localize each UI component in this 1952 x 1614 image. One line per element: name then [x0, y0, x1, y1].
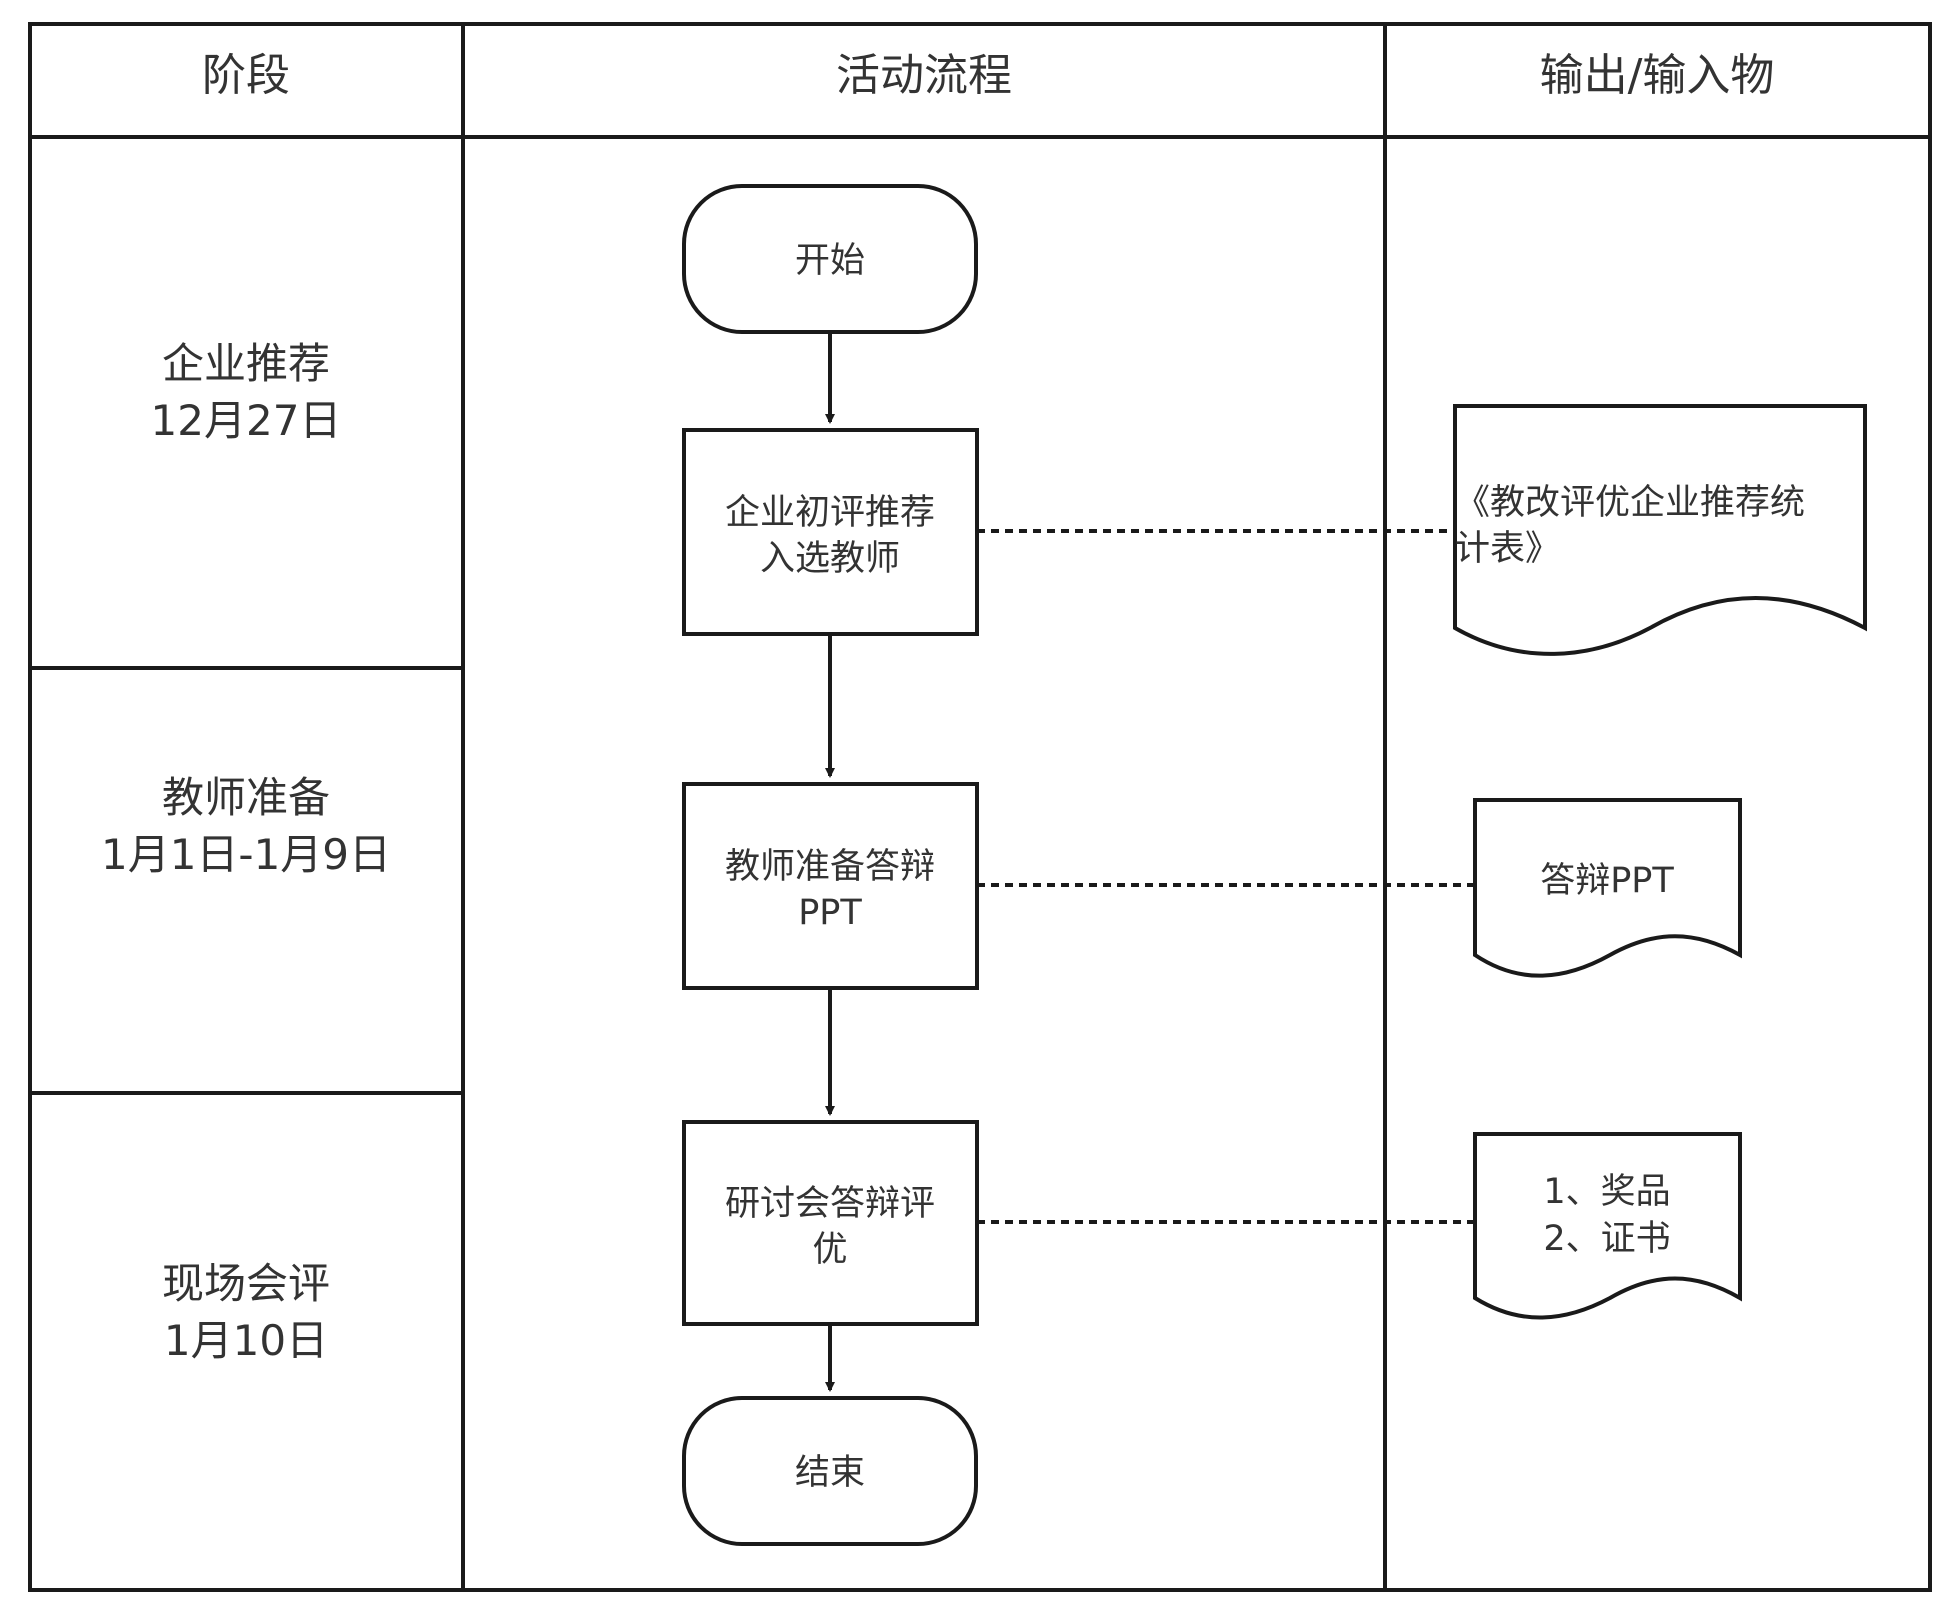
- document-shape: [1473, 798, 1742, 978]
- document-line1: 1、奖品: [1543, 1172, 1670, 1212]
- process-step-2: 教师准备答辩 PPT: [682, 782, 979, 990]
- stage-date: 12月27日: [151, 396, 342, 445]
- stage-name: 企业推荐: [162, 339, 330, 388]
- stage-3: 现场会评 1月10日: [162, 1259, 330, 1365]
- stage-1: 企业推荐 12月27日: [151, 339, 342, 445]
- step-line1: 研讨会答辩评: [725, 1184, 935, 1224]
- swimlane-table: [28, 22, 1932, 1592]
- process-step-3: 研讨会答辩评 优: [682, 1120, 979, 1326]
- step-line1: 企业初评推荐: [725, 493, 935, 533]
- process-box: [682, 782, 979, 990]
- step-line1: 教师准备答辩: [725, 847, 935, 887]
- document-line1: 《教改评优企业推荐统: [1455, 483, 1805, 523]
- table-border: [28, 22, 1932, 1592]
- output-document-1: 《教改评优企业推荐统 计表》: [1453, 404, 1867, 656]
- process-box: [682, 428, 979, 636]
- start-node: 开始: [682, 184, 978, 334]
- document-line2: 2、证书: [1543, 1219, 1670, 1259]
- document-line1: 答辩PPT: [1540, 861, 1674, 901]
- terminator-shape: [682, 184, 978, 334]
- stage-date: 1月10日: [164, 1316, 328, 1365]
- end-label: 结束: [795, 1453, 865, 1493]
- stage-2: 教师准备 1月1日-1月9日: [101, 773, 391, 879]
- document-shape: [1473, 1132, 1742, 1320]
- header-stage: 阶段: [202, 50, 290, 101]
- stage-name: 现场会评: [162, 1259, 330, 1308]
- step-line2: PPT: [798, 893, 862, 933]
- end-node: 结束: [682, 1396, 978, 1546]
- step-line2: 优: [812, 1230, 847, 1270]
- header-io: 输出/输入物: [1540, 50, 1775, 101]
- output-document-2: 答辩PPT: [1473, 798, 1742, 978]
- process-step-1: 企业初评推荐 入选教师: [682, 428, 979, 636]
- start-label: 开始: [795, 241, 865, 281]
- document-shape: [1453, 404, 1867, 656]
- stage-date: 1月1日-1月9日: [101, 830, 391, 879]
- header-flow: 活动流程: [836, 50, 1012, 101]
- document-line2: 计表》: [1455, 529, 1560, 569]
- process-box: [682, 1120, 979, 1326]
- terminator-shape: [682, 1396, 978, 1546]
- output-document-3: 1、奖品 2、证书: [1473, 1132, 1742, 1320]
- step-line2: 入选教师: [760, 539, 900, 579]
- stage-name: 教师准备: [162, 773, 330, 822]
